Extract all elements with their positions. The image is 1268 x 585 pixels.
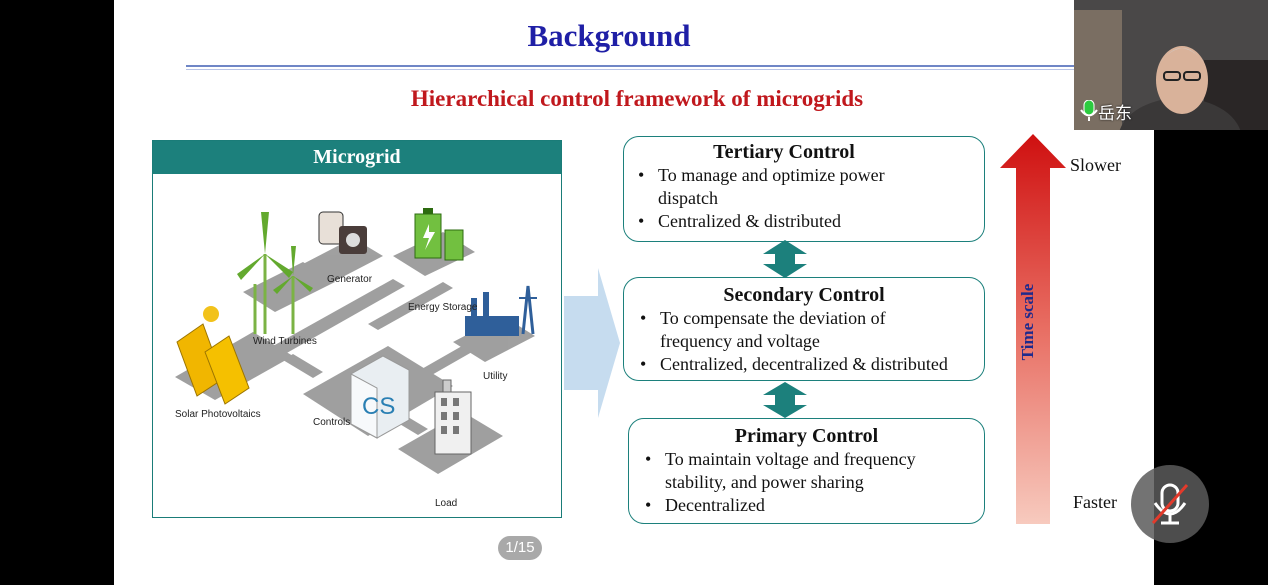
- controller-icon: CS: [350, 355, 410, 439]
- mute-button[interactable]: [1131, 465, 1209, 543]
- slide-title: Background: [527, 18, 691, 53]
- label-controls: Controls: [313, 417, 350, 428]
- timescale-label: Time scale: [1018, 283, 1037, 361]
- building-icon: [434, 379, 472, 455]
- battery-icon: [414, 208, 464, 261]
- generator-icon: [318, 211, 367, 254]
- secondary-control-box: Secondary Control To compensate the devi…: [623, 277, 985, 381]
- solar-panel-icon: [176, 306, 250, 405]
- slide-subtitle: Hierarchical control framework of microg…: [410, 86, 864, 111]
- primary-control-box: Primary Control To maintain voltage and …: [628, 418, 985, 524]
- microgrid-illustration: CS Wind Turbines Generator Energy Storag…: [175, 208, 537, 509]
- label-solar: Solar Photovoltaics: [175, 409, 261, 420]
- page-indicator[interactable]: 1/15: [498, 536, 542, 560]
- secondary-bullet: To compensate the deviation of frequency…: [636, 307, 984, 353]
- mic-on-icon: [1080, 100, 1098, 121]
- participant-name: 岳东: [1098, 103, 1132, 124]
- tertiary-control-box: Tertiary Control To manage and optimize …: [623, 136, 985, 242]
- svg-text:CS: CS: [362, 393, 395, 420]
- tertiary-bullet: To manage and optimize power dispatch: [634, 164, 984, 210]
- double-arrow-icon: [763, 240, 807, 278]
- label-generator: Generator: [327, 274, 373, 285]
- timescale-faster: Faster: [1073, 492, 1117, 512]
- flow-arrow-icon: [564, 268, 620, 418]
- label-load: Load: [435, 498, 457, 509]
- title-underline: [186, 65, 1146, 67]
- presentation-slide: Background Hierarchical control framewor…: [114, 0, 1154, 585]
- primary-bullet: Decentralized: [641, 494, 984, 517]
- mic-muted-icon: [1151, 483, 1189, 525]
- microgrid-header: Microgrid: [153, 141, 561, 174]
- secondary-bullet: Centralized, decentralized & distributed: [636, 353, 984, 376]
- primary-title: Primary Control: [734, 425, 879, 447]
- secondary-title: Secondary Control: [723, 284, 885, 306]
- wind-turbine-icon: [253, 254, 295, 334]
- tertiary-title: Tertiary Control: [713, 141, 855, 163]
- participant-avatar: [1074, 0, 1268, 130]
- microgrid-panel: Microgrid: [152, 140, 562, 518]
- label-utility: Utility: [483, 371, 507, 382]
- title-underline-thin: [186, 69, 1146, 70]
- label-storage: Energy Storage: [408, 302, 478, 313]
- participant-video[interactable]: 岳东: [1074, 0, 1268, 130]
- double-arrow-icon: [763, 382, 807, 418]
- tertiary-bullet: Centralized & distributed: [634, 210, 984, 233]
- utility-icon: [465, 285, 537, 336]
- timescale-arrow-icon: [1000, 134, 1066, 524]
- timescale-slower: Slower: [1070, 155, 1121, 175]
- primary-bullet: To maintain voltage and frequency stabil…: [641, 448, 984, 494]
- label-wind: Wind Turbines: [253, 336, 317, 347]
